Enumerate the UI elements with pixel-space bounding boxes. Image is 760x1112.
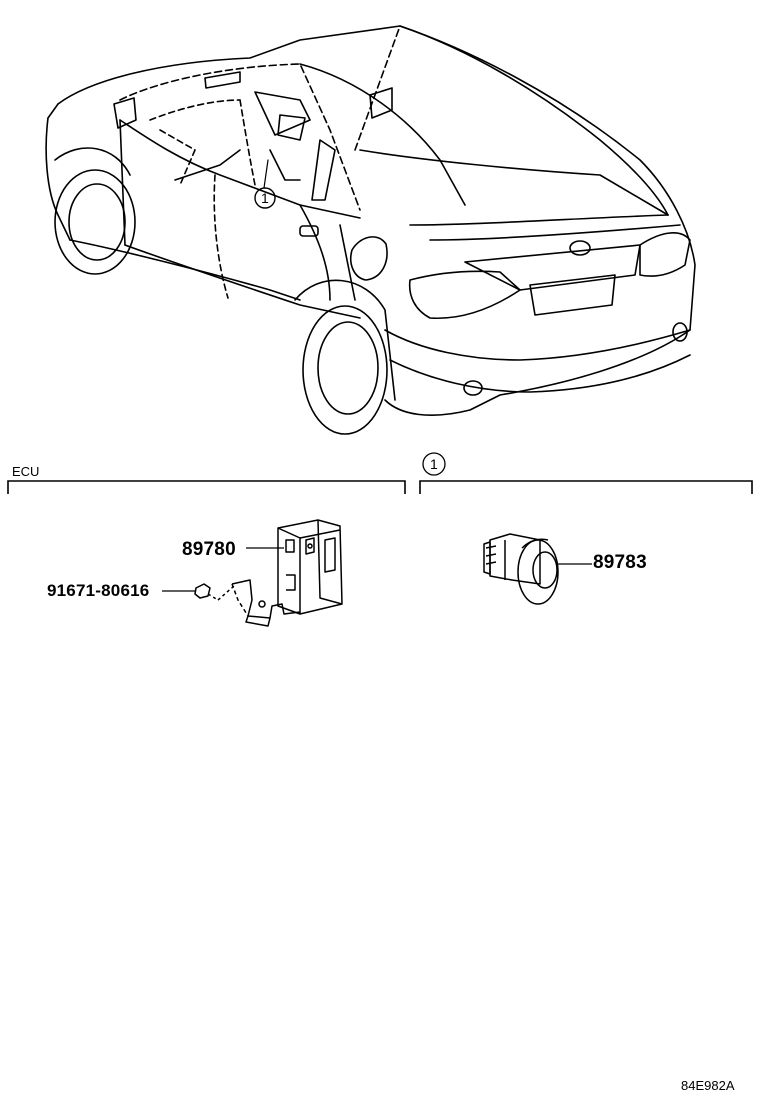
- section-title-ecu: ECU: [12, 464, 40, 479]
- part-number-sensor: 89783: [593, 552, 647, 573]
- part-number-screw: 91671-80616: [47, 581, 150, 600]
- illustration-code: 84E982A: [681, 1078, 735, 1093]
- callout-marker-car: 1: [261, 190, 269, 206]
- part-number-ecu-module: 89780: [182, 539, 236, 560]
- section-marker-1: 1: [430, 456, 438, 472]
